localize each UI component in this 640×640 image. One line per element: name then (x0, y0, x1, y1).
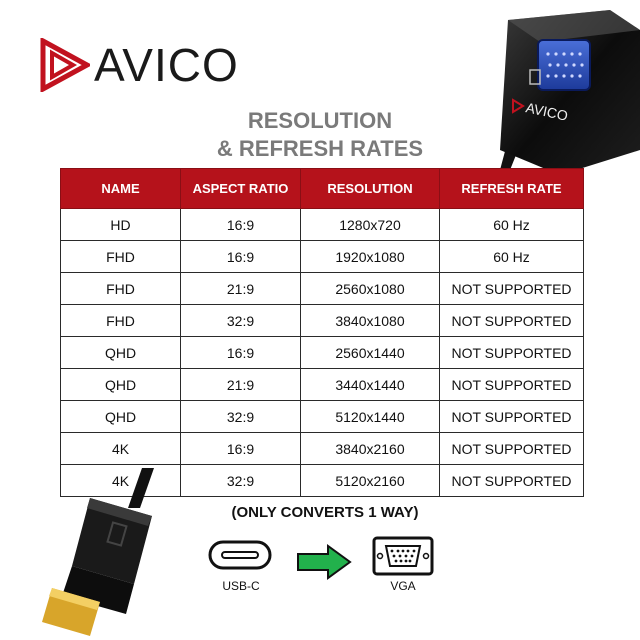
cell-aspect: 16:9 (180, 240, 301, 273)
conversion-note: (ONLY CONVERTS 1 WAY) (231, 504, 419, 521)
resolution-table: NAME ASPECT RATIO RESOLUTION REFRESH RAT… (60, 168, 584, 497)
title-line-1: RESOLUTION (247, 108, 393, 133)
brand-logo: AVICO (40, 38, 239, 92)
header-name: NAME (60, 168, 181, 209)
usb-c-label: USB-C (222, 579, 260, 593)
vga-label: VGA (390, 579, 416, 593)
cell-name: FHD (60, 272, 181, 305)
cell-resolution: 5120x1440 (300, 400, 440, 433)
cell-name: QHD (60, 400, 181, 433)
cell-resolution: 3840x1080 (300, 304, 440, 337)
usb-c-cable-image (42, 468, 154, 636)
adapter-product-image: AVICO (494, 10, 640, 190)
cell-resolution: 3440x1440 (300, 368, 440, 401)
cell-name: FHD (60, 304, 181, 337)
cell-aspect: 16:9 (180, 208, 301, 241)
cell-aspect: 16:9 (180, 432, 301, 465)
table-row: FHD 16:9 1920x1080 60 Hz (60, 240, 584, 273)
cell-refresh: 60 Hz (439, 240, 584, 273)
table-row: QHD 16:9 2560x1440 NOT SUPPORTED (60, 336, 584, 369)
header-refresh-rate: REFRESH RATE (439, 168, 584, 209)
table-row: 4K 32:9 5120x2160 NOT SUPPORTED (60, 464, 584, 497)
cell-refresh: NOT SUPPORTED (439, 336, 584, 369)
cell-refresh: NOT SUPPORTED (439, 464, 584, 497)
table-header-row: NAME ASPECT RATIO RESOLUTION REFRESH RAT… (60, 168, 584, 209)
page-title: RESOLUTION & REFRESH RATES (190, 107, 450, 163)
vga-port-icon (372, 536, 434, 576)
table-row: QHD 21:9 3440x1440 NOT SUPPORTED (60, 368, 584, 401)
header-resolution: RESOLUTION (300, 168, 440, 209)
cell-refresh: NOT SUPPORTED (439, 304, 584, 337)
cell-refresh: NOT SUPPORTED (439, 272, 584, 305)
table-row: QHD 32:9 5120x1440 NOT SUPPORTED (60, 400, 584, 433)
usb-c-port-icon (208, 540, 272, 570)
avico-logo-icon (40, 38, 90, 92)
cell-resolution: 3840x2160 (300, 432, 440, 465)
cell-name: FHD (60, 240, 181, 273)
cell-refresh: 60 Hz (439, 208, 584, 241)
table-row: 4K 16:9 3840x2160 NOT SUPPORTED (60, 432, 584, 465)
table-row: FHD 32:9 3840x1080 NOT SUPPORTED (60, 304, 584, 337)
brand-name: AVICO (94, 39, 239, 91)
cell-resolution: 1280x720 (300, 208, 440, 241)
cell-name: 4K (60, 464, 181, 497)
cell-refresh: NOT SUPPORTED (439, 432, 584, 465)
cell-name: QHD (60, 368, 181, 401)
cell-resolution: 1920x1080 (300, 240, 440, 273)
title-line-2: & REFRESH RATES (216, 136, 424, 161)
cell-aspect: 32:9 (180, 304, 301, 337)
cell-refresh: NOT SUPPORTED (439, 400, 584, 433)
cell-aspect: 32:9 (180, 464, 301, 497)
right-arrow-icon (297, 544, 352, 580)
cell-aspect: 21:9 (180, 272, 301, 305)
cell-refresh: NOT SUPPORTED (439, 368, 584, 401)
cell-aspect: 16:9 (180, 336, 301, 369)
cell-aspect: 21:9 (180, 368, 301, 401)
cell-resolution: 5120x2160 (300, 464, 440, 497)
table-row: HD 16:9 1280x720 60 Hz (60, 208, 584, 241)
cell-name: QHD (60, 336, 181, 369)
cell-aspect: 32:9 (180, 400, 301, 433)
cell-resolution: 2560x1080 (300, 272, 440, 305)
table-row: FHD 21:9 2560x1080 NOT SUPPORTED (60, 272, 584, 305)
header-aspect-ratio: ASPECT RATIO (180, 168, 301, 209)
cell-name: 4K (60, 432, 181, 465)
cell-resolution: 2560x1440 (300, 336, 440, 369)
cell-name: HD (60, 208, 181, 241)
